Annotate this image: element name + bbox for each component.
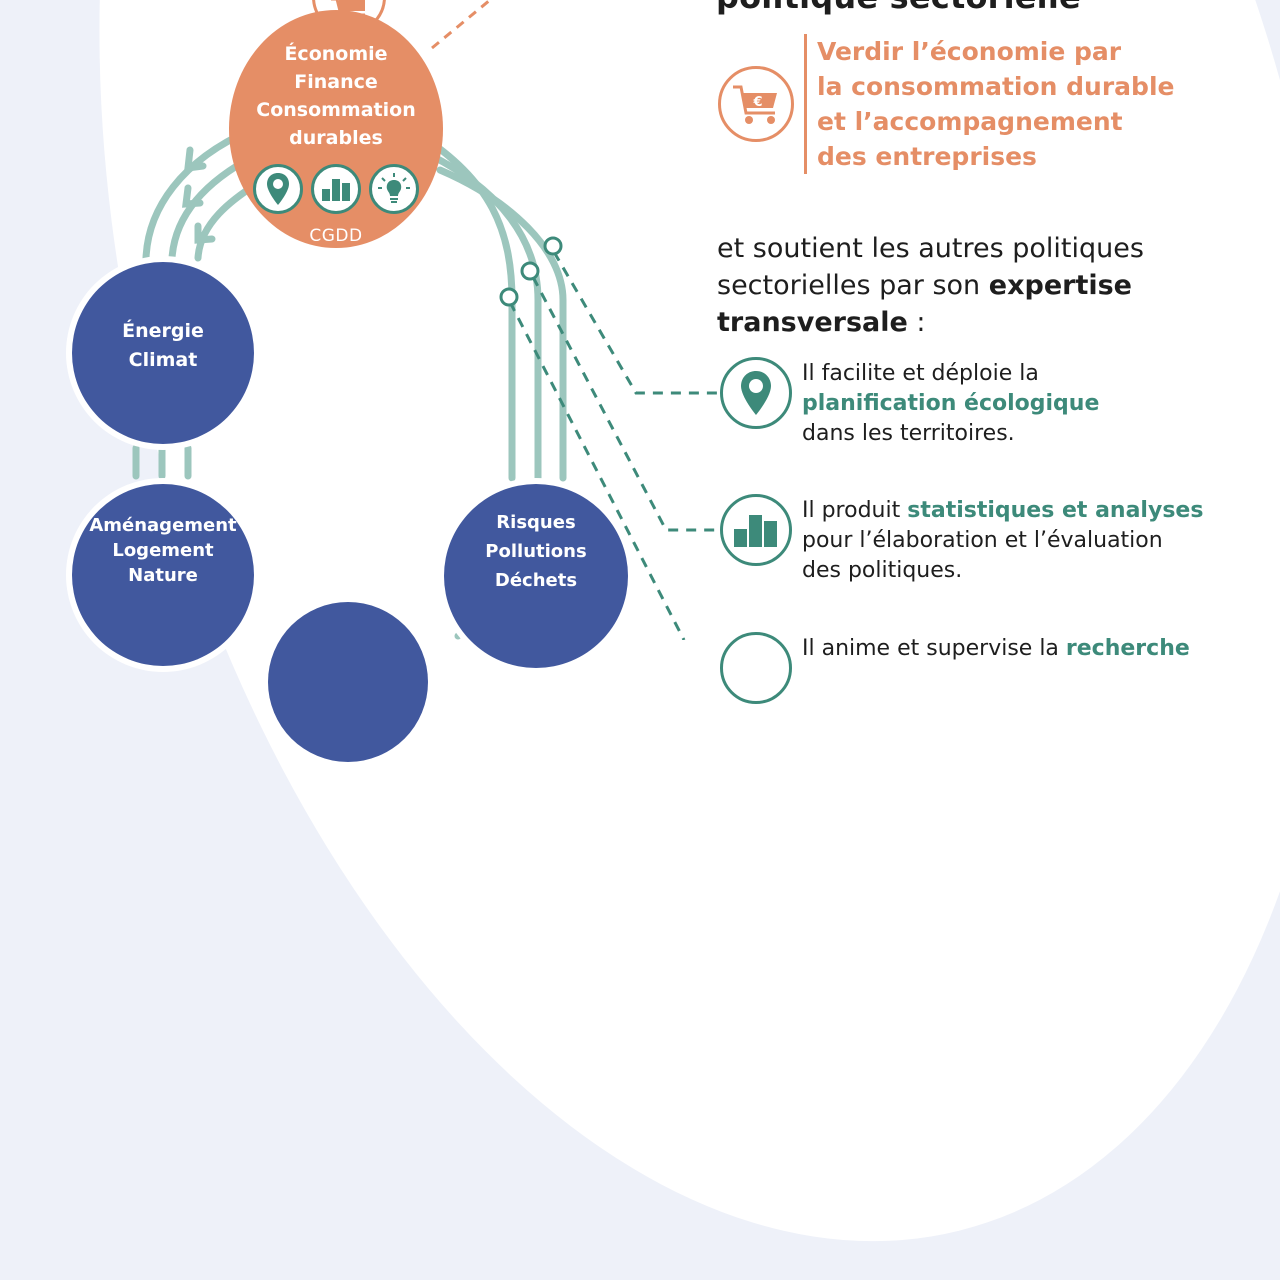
mission-text: Verdir l’économie par la consommation du… xyxy=(804,34,1174,174)
item-text-highlight: statistiques et analyses xyxy=(907,498,1204,523)
mission-block: € Verdir l’économie par la consommation … xyxy=(718,34,1174,174)
support-line-3-bold: transversale xyxy=(717,307,908,338)
item-text: Il facilite et déploie la planification … xyxy=(802,357,1099,449)
expertise-item-recherche: Il anime et supervise la recherche xyxy=(720,632,1190,704)
main-node-label: Économie Finance Consommation durables xyxy=(256,43,416,149)
support-line-2-bold: expertise xyxy=(988,270,1132,301)
item-text-before: Il produit xyxy=(802,498,908,523)
item-text-after: dans les territoires. xyxy=(802,421,1015,446)
support-line-3-plain: : xyxy=(907,307,926,338)
item-text-after: pour l’élaboration et l’évaluation des p… xyxy=(802,528,1163,583)
node-risques-pollutions-dechets: Risques Pollutions Déchets xyxy=(444,484,628,668)
support-paragraph: et soutient les autres politiques sector… xyxy=(717,230,1144,341)
main-node-code: CGDD xyxy=(309,226,363,246)
item-text-highlight: planification écologique xyxy=(802,391,1100,416)
expertise-item-statistiques: Il produit statistiques et analyses pour… xyxy=(720,494,1203,586)
expertise-item-planification: Il facilite et déploie la planification … xyxy=(720,357,1099,449)
support-line-1: et soutient les autres politiques xyxy=(717,233,1144,264)
support-line-3: transversale : xyxy=(717,304,1144,341)
bar-chart-icon xyxy=(720,494,792,566)
item-text: Il anime et supervise la recherche xyxy=(802,632,1190,664)
bar-chart-icon xyxy=(311,164,361,214)
svg-text:€: € xyxy=(752,95,762,110)
node-label: Aménagement Logement Nature xyxy=(89,514,237,586)
support-line-2: sectorielles par son expertise xyxy=(717,267,1144,304)
lightbulb-icon xyxy=(720,632,792,704)
map-pin-icon xyxy=(253,164,303,214)
item-text-line-1: Il produit statistiques et analyses xyxy=(802,496,1203,526)
item-text-line-1: Il anime et supervise la recherche xyxy=(802,634,1190,664)
node-economie-finance: Économie Finance Consommation durables C… xyxy=(229,10,443,248)
node-bottom-partial xyxy=(268,602,428,762)
main-node-icons xyxy=(253,164,419,214)
map-pin-icon xyxy=(720,357,792,429)
item-text: Il produit statistiques et analyses pour… xyxy=(802,494,1203,586)
node-label: Énergie Climat xyxy=(122,320,204,371)
lightbulb-icon xyxy=(369,164,419,214)
shopping-cart-euro-icon: € xyxy=(718,66,794,142)
node-amenagement-logement-nature: Aménagement Logement Nature xyxy=(72,484,254,666)
item-text-before: Il facilite et déploie la xyxy=(802,361,1039,386)
node-energie-climat: Énergie Climat xyxy=(72,262,254,444)
node-label: Risques Pollutions Déchets xyxy=(485,511,587,591)
support-line-2-plain: sectorielles par son xyxy=(717,270,989,301)
section-heading: politique sectorielle xyxy=(716,0,1081,16)
